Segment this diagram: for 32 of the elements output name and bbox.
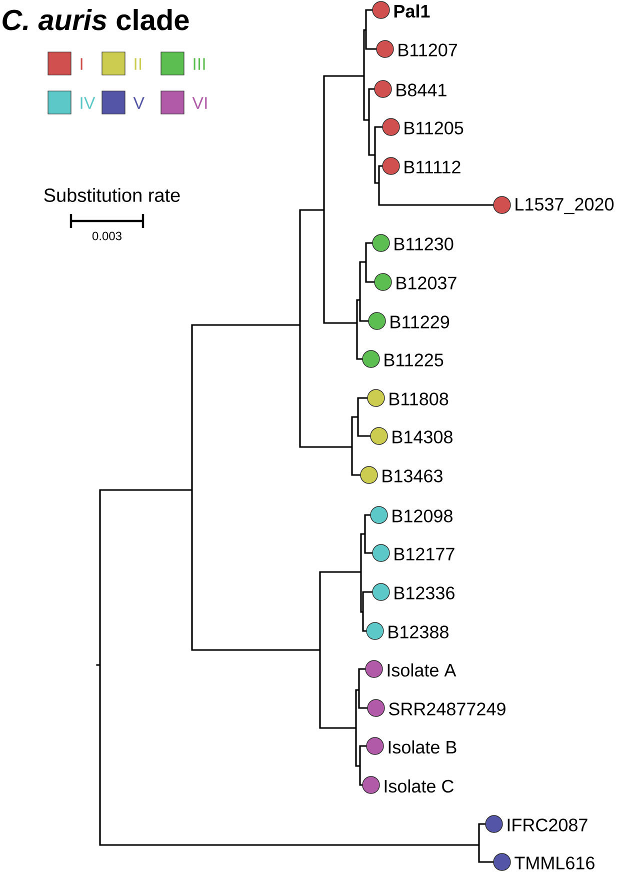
tip-label: Isolate C (384, 779, 454, 793)
tip-label: IFRC2087 (508, 818, 588, 832)
tip-label: B11112 (404, 160, 460, 174)
tip-label: B12388 (388, 626, 448, 638)
legend-label: VI (192, 97, 207, 109)
tip-label: B11225 (384, 354, 444, 366)
tip-label: B14308 (392, 430, 452, 444)
tip-label: B11207 (398, 44, 458, 56)
tip-label: SRR24877249 (389, 702, 506, 716)
tip-label: B12098 (392, 510, 452, 522)
legend-label: I (80, 58, 82, 70)
tip-label: B11808 (390, 392, 448, 406)
title: C. auris clade (2, 9, 189, 30)
tip-label: B11230 (394, 238, 454, 250)
scale-value: 0.003 (92, 232, 122, 240)
tip-label: B11229 (390, 316, 450, 328)
tip-label: B8441 (396, 84, 446, 96)
legend-label: V (133, 97, 144, 109)
tip-label: B12177 (394, 548, 454, 560)
axis-title: Substitution rate (44, 188, 180, 202)
tip-label: B11205 (404, 122, 464, 134)
tip-label: B12037 (396, 276, 456, 290)
legend-label: IV (80, 97, 96, 109)
tip-label: Isolate A (388, 663, 456, 677)
legend-label: III (194, 58, 205, 70)
legend-label: II (134, 58, 142, 70)
tip-label: Pal1 (394, 4, 430, 18)
tip-label: B12336 (394, 586, 454, 600)
tip-label: Isolate B (388, 740, 456, 754)
tip-label: TMML616 (514, 856, 594, 870)
tip-label: L1537_2020 (516, 198, 614, 214)
tip-label: B13463 (382, 470, 442, 482)
